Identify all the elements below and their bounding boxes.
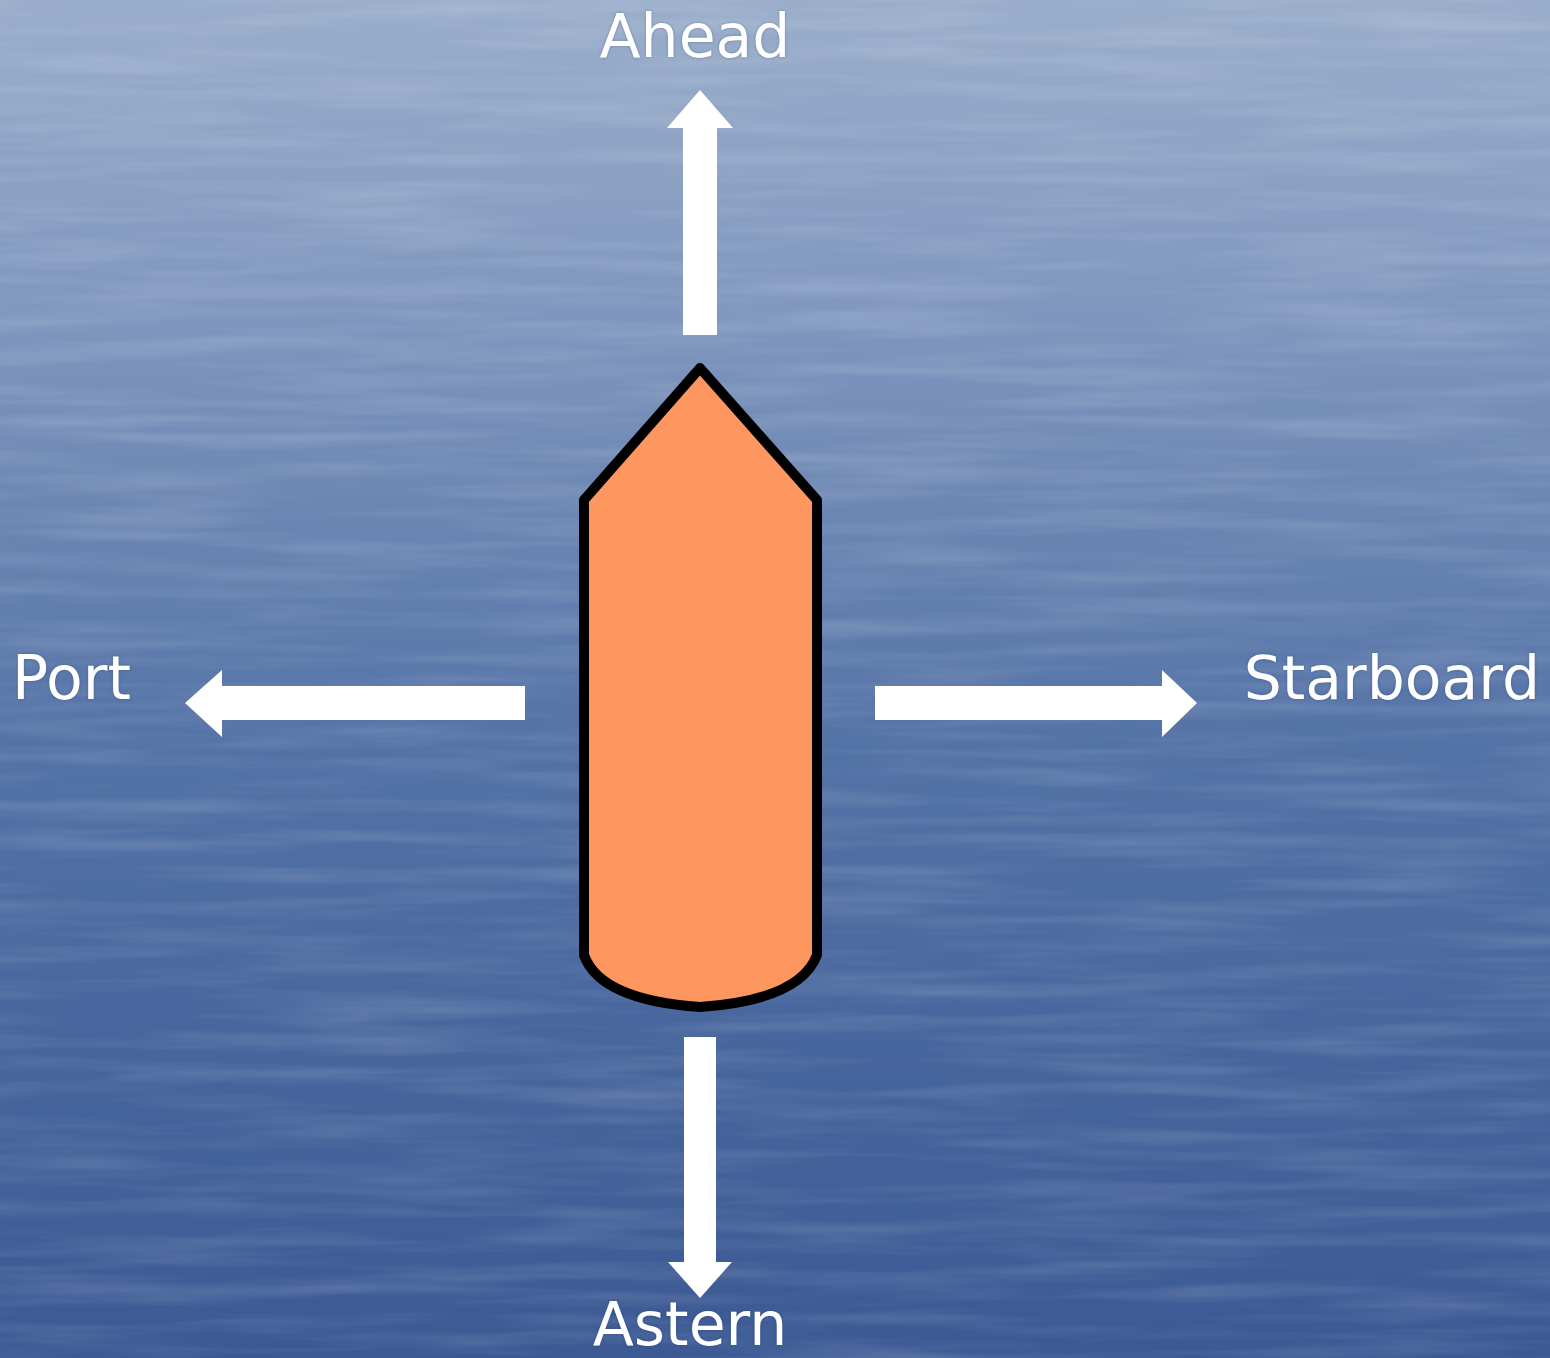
starboard-arrow (875, 670, 1197, 737)
direction-label: Starboard (1244, 648, 1540, 708)
ahead-arrow (667, 90, 733, 335)
boat-hull (584, 368, 817, 1007)
astern-arrow (668, 1037, 732, 1298)
direction-label: Astern (593, 1294, 787, 1354)
direction-label: Port (12, 648, 131, 708)
port-arrow (185, 670, 525, 737)
direction-label: Ahead (600, 6, 791, 66)
